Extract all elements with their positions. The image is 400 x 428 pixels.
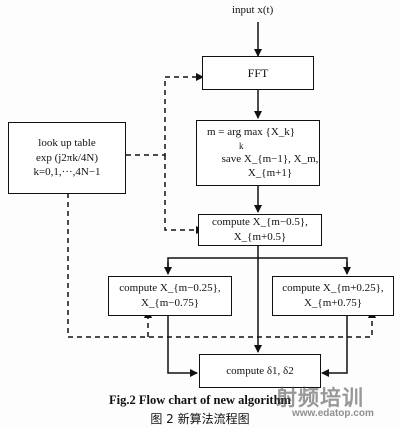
dash-lookup-to-fft bbox=[126, 76, 196, 156]
compute-delta-box: compute δ1, δ2 bbox=[199, 354, 321, 388]
lookup-line2: exp (j2πk/4N) bbox=[35, 151, 99, 164]
input-label: input x(t) bbox=[232, 4, 274, 16]
watermark-url: www.edatop.com bbox=[292, 408, 374, 419]
line-left-to-delta bbox=[167, 316, 198, 377]
fft-box: FFT bbox=[202, 56, 314, 90]
watermark-logo-text: 射频培训 bbox=[276, 387, 364, 410]
compute-left-box: compute X_{m−0.25}, X_{m−0.75} bbox=[108, 276, 232, 316]
caption-english: Fig.2 Flow chart of new algorithm bbox=[109, 393, 291, 407]
dash-lookup-to-mid bbox=[164, 155, 196, 231]
caption-chinese: 图 2 新算法流程图 bbox=[150, 412, 250, 426]
line-right-to-delta bbox=[321, 316, 348, 377]
argmax-line1: m = arg max {X_k} bbox=[207, 125, 296, 138]
compute-mid-box: compute X_{m−0.5}, X_{m+0.5} bbox=[198, 214, 322, 246]
dash-lookup-to-bottom bbox=[67, 193, 373, 338]
argmax-box: m = arg max {X_k} k save X_{m−1}, X_m, X… bbox=[196, 120, 320, 186]
lookup-line3: k=0,1,···,4N−1 bbox=[33, 166, 101, 179]
compute-right-box: compute X_{m+0.25}, X_{m+0.75} bbox=[272, 276, 394, 316]
argmax-line2: save X_{m−1}, X_m, X_{m+1} bbox=[221, 152, 319, 180]
lookup-table-box: look up table exp (j2πk/4N) k=0,1,···,4N… bbox=[8, 122, 126, 194]
argmax-subscript: k bbox=[239, 140, 244, 151]
lookup-line1: look up table bbox=[38, 136, 96, 149]
